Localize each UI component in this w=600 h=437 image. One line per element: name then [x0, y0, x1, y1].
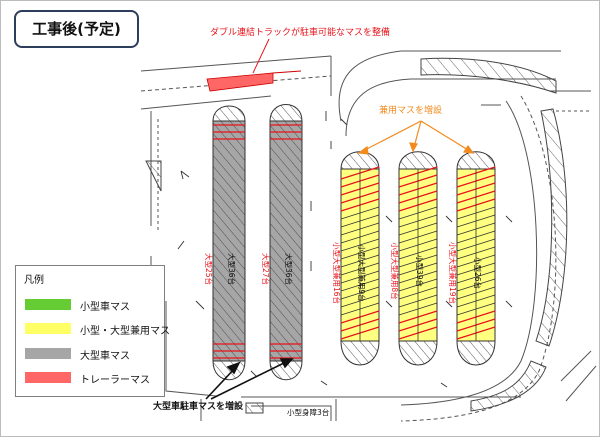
annotation-top-leader	[252, 38, 270, 74]
lane-label-black-5: 小型26台	[473, 257, 483, 289]
stall-lines	[213, 124, 496, 359]
lane-label-red-3: 小型大型兼用16台	[332, 242, 342, 304]
lane-label-black-4: 小型39台	[415, 255, 425, 287]
legend-swatch-large	[25, 348, 71, 359]
annotation-large-arrows	[205, 358, 294, 400]
lane-label-black-2: 大型36台	[284, 253, 294, 285]
annotation-top: ダブル連結トラックが駐車可能なマスを整備	[210, 26, 390, 38]
legend-swatch-shared	[25, 323, 71, 334]
legend-swatch-trailer	[25, 372, 71, 383]
flow-arrows	[177, 111, 513, 388]
lane-label-red-5: 小型大型兼用19台	[448, 242, 458, 304]
lane-label-black-1: 大型36台	[227, 253, 237, 285]
legend-label-large: 大型車マス	[80, 351, 130, 362]
page-title: 工事後(予定)	[14, 10, 139, 48]
legend-label-shared: 小型・大型兼用マス	[80, 326, 170, 337]
lane-labels: 大型25台 大型36台 大型27台 大型36台 小型大型兼用16台 小型大型兼用…	[204, 242, 483, 304]
legend-label-small: 小型車マス	[80, 302, 130, 313]
parking-lane-large-2	[269, 104, 303, 381]
hatched-islands	[145, 57, 568, 414]
parking-lane-large-1	[212, 105, 246, 381]
legend-title: 凡例	[24, 275, 44, 286]
annotation-large: 大型車駐車マスを増設	[153, 400, 244, 412]
lane-label-black-3: 小型大型兼用9台	[357, 244, 367, 301]
legend: 凡例 小型車マス 小型・大型兼用マス 大型車マス トレーラーマス	[15, 265, 170, 397]
trailer-space-top	[206, 72, 274, 92]
lane-label-red-2: 大型27台	[261, 253, 271, 285]
legend-label-trailer: トレーラーマス	[80, 375, 150, 386]
lane-label-red-1: 大型25台	[204, 253, 214, 285]
trailer-divider	[272, 70, 302, 74]
annotation-shared-arrows	[357, 120, 475, 155]
annotation-small-spaces: 小型身障3台	[287, 407, 329, 417]
lane-label-red-4: 小型大型兼用8台	[390, 242, 400, 299]
annotation-shared: 兼用マスを増設	[379, 104, 442, 116]
legend-swatch-small	[25, 299, 71, 310]
